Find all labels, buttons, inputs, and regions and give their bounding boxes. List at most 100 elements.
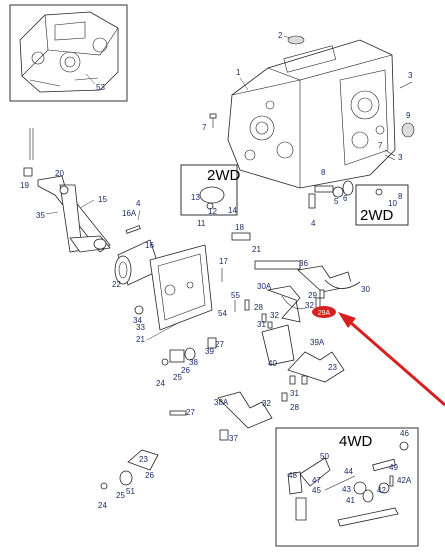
label-12: 12 (208, 207, 217, 216)
label-40: 40 (268, 359, 277, 368)
label-52: 21 (136, 335, 145, 344)
callout-badge-29A (312, 306, 336, 318)
label-36: 17 (219, 257, 228, 266)
shaft-part-21 (231, 232, 251, 241)
label-17: 22 (112, 280, 121, 289)
label-13: 13 (191, 193, 200, 202)
label-8b: 8 (398, 192, 403, 201)
label-26: 38 (189, 358, 198, 367)
label-46: 50 (320, 452, 329, 461)
label-49: 48 (288, 471, 297, 480)
label-30: 36 (299, 259, 308, 268)
label-32: 29 (308, 291, 317, 300)
label-33: 33 (136, 323, 145, 332)
label-32c: 31 (290, 389, 299, 398)
label-23: 24 (156, 379, 165, 388)
label-21b: 54 (218, 309, 227, 318)
bracket-part-37 (127, 449, 159, 471)
label-51: 46 (400, 429, 409, 438)
label-42: 42A (397, 476, 412, 485)
seal-part (401, 122, 415, 138)
red-arrow-head (338, 312, 356, 328)
fork-part-47 (287, 471, 303, 495)
label-37: 26 (145, 471, 154, 480)
shaft-part-22 (254, 260, 301, 270)
label-7b: 7 (378, 141, 383, 150)
label-45: 44 (344, 467, 353, 476)
label-5: 5 (334, 197, 339, 206)
label-27b: 37 (229, 434, 238, 443)
label-29: 30A (257, 282, 272, 291)
label-25: 26 (181, 366, 190, 375)
inset-housing-drawing (19, 11, 119, 93)
label-41: 42 (377, 486, 386, 495)
box-label-2wd-side: 2WD (360, 207, 394, 224)
label-43: 41 (346, 496, 355, 505)
label-10: 10 (388, 199, 397, 208)
label-25b: 51 (126, 487, 135, 496)
label-2: 2 (278, 31, 283, 40)
shaft-part-50 (372, 458, 396, 472)
label-18: 16 (145, 241, 154, 250)
label-39A: 23 (328, 363, 337, 372)
label-30A: 30 (361, 285, 370, 294)
cap-part (287, 35, 305, 45)
label-14: 14 (228, 206, 237, 215)
label-31c: 28 (290, 403, 299, 412)
shaft-part-40 (261, 324, 295, 366)
label-38A: 32 (262, 399, 271, 408)
label-6: 6 (343, 194, 348, 203)
callout-badge-text: 29A (318, 310, 331, 317)
label-34: 34 (133, 316, 142, 325)
box-label-2wd-front: 2WD (207, 167, 241, 184)
bar-part (337, 507, 399, 527)
label-9: 9 (406, 111, 411, 120)
label-3b: 3 (398, 153, 403, 162)
red-pointer-arrow (349, 320, 445, 407)
label-31: 32 (305, 301, 314, 310)
label-24b: 25 (116, 491, 125, 500)
label-7: 7 (202, 123, 207, 132)
label-55: 55 (231, 291, 240, 300)
label-8: 8 (321, 168, 326, 177)
bolt-head-part (134, 305, 144, 315)
label-4: 4 (311, 219, 316, 228)
label-32b: 32 (270, 311, 279, 320)
label-19: 19 (20, 181, 29, 190)
shift-fork-38 (217, 391, 273, 429)
label-22: 21 (252, 245, 261, 254)
label-38: 38A (214, 398, 229, 407)
label-28: 28 (254, 303, 263, 312)
fork-part-46 (299, 457, 331, 487)
label-16: 16A (122, 209, 137, 218)
label-20: 20 (55, 169, 64, 178)
shift-fork-29 (266, 285, 301, 323)
label-24: 25 (173, 373, 182, 382)
label-23b: 24 (98, 501, 107, 510)
pin-part (23, 167, 33, 177)
label-48: 47 (312, 476, 321, 485)
gearbox-housing (227, 39, 396, 189)
label-16A: 4 (136, 199, 141, 208)
label-1: 1 (236, 68, 241, 77)
label-15: 15 (98, 195, 107, 204)
label-26b: 23 (139, 455, 148, 464)
label-11: 11 (197, 219, 206, 228)
label-39: 39A (310, 338, 325, 347)
label-53: 53 (96, 83, 105, 92)
label-3: 3 (408, 71, 413, 80)
label-54: 27 (215, 340, 224, 349)
label-44: 43 (342, 485, 351, 494)
label-27: 39 (205, 347, 214, 356)
cover-plate-part (149, 244, 213, 331)
shift-fork-39 (287, 351, 345, 383)
label-28b: 27 (186, 408, 195, 417)
label-47: 45 (312, 486, 321, 495)
label-31b: 31 (257, 320, 266, 329)
label-50: 49 (389, 463, 398, 472)
label-21: 18 (235, 223, 244, 232)
label-35: 35 (36, 211, 45, 220)
shaft-part-8 (314, 185, 334, 193)
